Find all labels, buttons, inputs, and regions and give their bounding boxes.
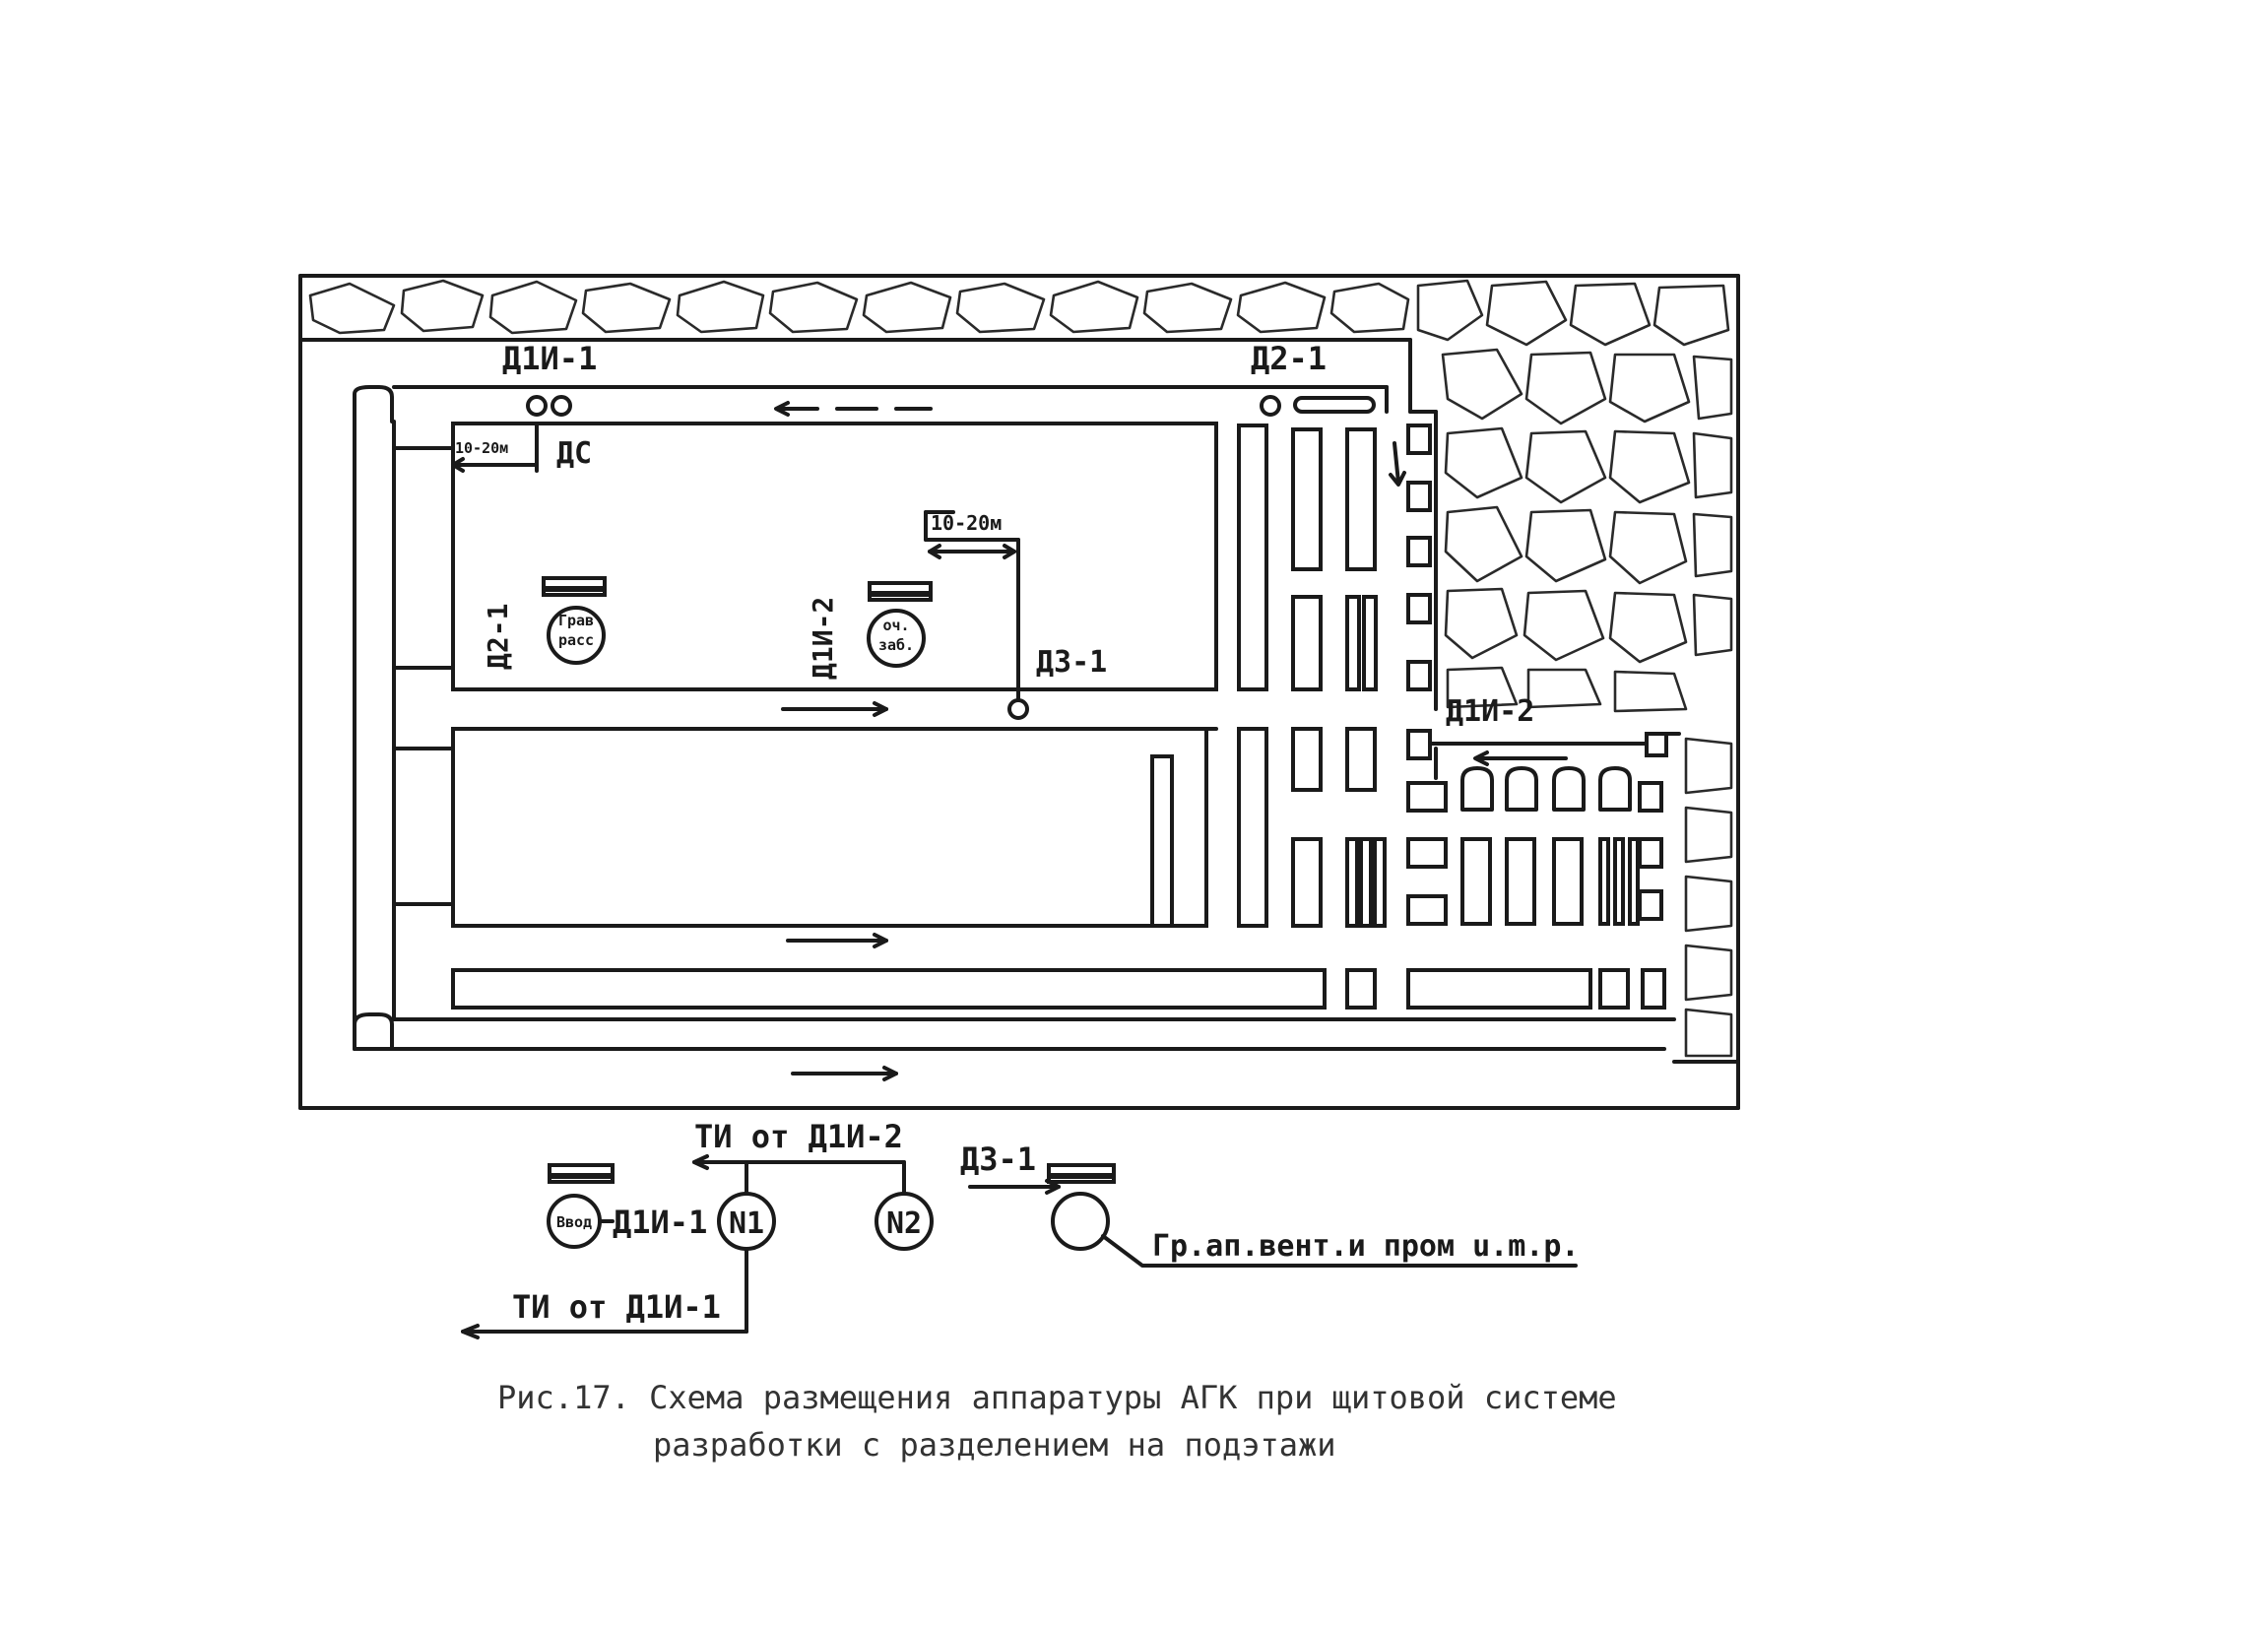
label-dim-1: 10-20м <box>455 439 508 457</box>
label-ti-d1i2: ТИ от Д1И-2 <box>694 1118 903 1155</box>
label-n2: N2 <box>886 1206 922 1241</box>
label-zab: заб. <box>878 636 914 654</box>
face-cleaning-circle-icon <box>867 609 926 668</box>
sensor-d31 <box>1007 698 1029 720</box>
label-d1i1-top: Д1И-1 <box>502 340 597 377</box>
label-d21-top: Д2-1 <box>1251 340 1327 377</box>
label-gr-ap: Гр.ап.вент.и пром u.m.р. <box>1152 1229 1579 1264</box>
rock-texture-right <box>1416 279 1733 1058</box>
label-d31-schem: Д3-1 <box>960 1140 1036 1178</box>
flow-arrows <box>774 401 933 1081</box>
label-d1i1: Д1И-1 <box>613 1204 707 1241</box>
label-d1i2-side: Д1И-2 <box>807 597 839 680</box>
outer-frame <box>298 274 1740 1110</box>
label-d1i2-right: Д1И-2 <box>1446 694 1534 729</box>
caption-line-2: разработки с разделением на подэтажи <box>653 1426 1336 1464</box>
schematic: ТИ от Д1И-2 Ввод Д1И-1 N1 ТИ от Д1И-1 N2… <box>461 1118 1579 1339</box>
gravel-circle-icon <box>547 606 606 665</box>
label-d31: Д3-1 <box>1036 645 1107 680</box>
label-ti-d1i1: ТИ от Д1И-1 <box>512 1288 721 1326</box>
sensor-d21 <box>1260 395 1281 417</box>
rock-texture-top <box>308 279 1410 335</box>
d31-circle-icon <box>1051 1192 1110 1251</box>
label-och: оч. <box>882 617 909 634</box>
layout-labels: Д1И-1 Д2-1 ДС 10-20м 10-20м Д3-1 Д1И-2 Д… <box>455 340 1534 729</box>
label-rass: расс <box>558 631 594 649</box>
label-vvod: Ввод <box>556 1213 592 1231</box>
caption: Рис.17. Схема размещения аппаратуры АГК … <box>497 1379 1617 1464</box>
sensor-d1i1-b <box>551 395 572 417</box>
lower-stope <box>451 727 1327 1010</box>
n2-circle-icon <box>875 1192 934 1251</box>
label-ds: ДС <box>556 436 592 471</box>
right-panel-blocks <box>1237 424 1668 1010</box>
drift-shell <box>353 385 1676 1051</box>
label-dim-2: 10-20м <box>931 511 1002 535</box>
label-grav: Грав <box>558 612 594 629</box>
sensor-d1i1-a <box>526 395 548 417</box>
label-n1: N1 <box>729 1206 764 1241</box>
label-d21-side: Д2-1 <box>482 604 514 670</box>
sensors <box>451 395 1376 720</box>
caption-line-1: Рис.17. Схема размещения аппаратуры АГК … <box>497 1379 1617 1416</box>
